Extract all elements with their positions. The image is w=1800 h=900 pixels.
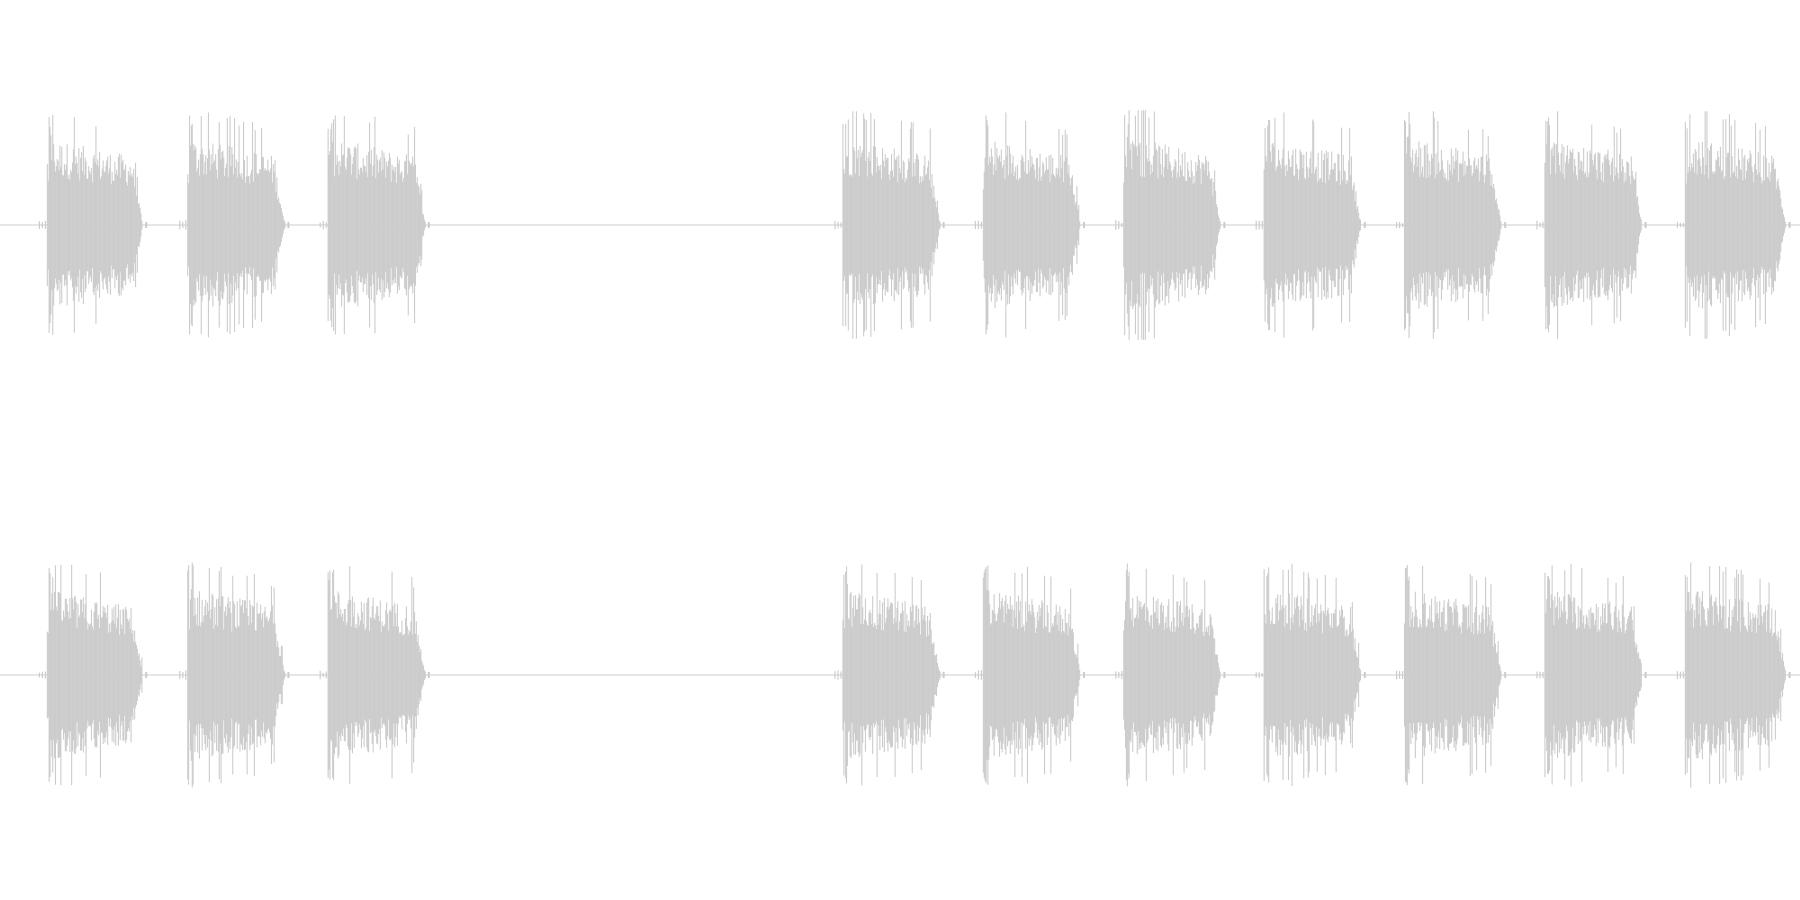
waveform-burst (974, 565, 1085, 785)
waveform-channel-top (0, 110, 1800, 340)
waveform-burst (1115, 110, 1226, 340)
waveform-burst (1115, 563, 1226, 787)
waveform-burst (38, 115, 148, 335)
waveform-burst (1396, 565, 1507, 785)
waveform-burst (1255, 563, 1366, 787)
waveform-channel-bottom (0, 562, 1800, 788)
waveform-burst (974, 112, 1085, 338)
waveform-burst (834, 564, 945, 786)
waveform-burst (319, 566, 430, 784)
waveform-burst (179, 562, 290, 788)
waveform-burst (1536, 563, 1647, 787)
waveform-burst (1676, 562, 1791, 788)
waveform-burst (179, 112, 290, 338)
waveform-burst (1396, 111, 1507, 339)
waveform-burst (1676, 111, 1791, 339)
waveform-burst (834, 111, 945, 339)
waveform-burst (38, 564, 148, 786)
waveform-burst (319, 115, 430, 335)
waveform-burst (1255, 112, 1366, 338)
waveform-burst (1536, 111, 1647, 339)
